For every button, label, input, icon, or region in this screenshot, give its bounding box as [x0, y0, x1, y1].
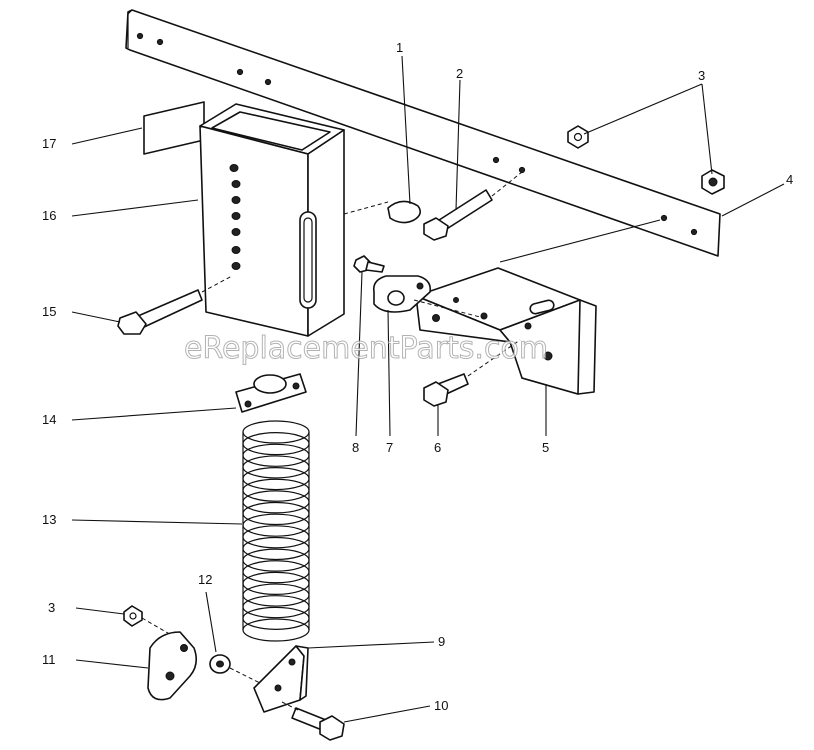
part-7-link-plate	[372, 275, 485, 319]
callout-8: 8	[352, 440, 359, 455]
leader-lines	[71, 55, 785, 723]
leader-17	[71, 127, 143, 145]
callout-5: 5	[542, 440, 549, 455]
leader-3-lower	[75, 607, 125, 615]
part-8-small-bolt	[353, 255, 385, 273]
leader-4	[721, 183, 785, 217]
callout-1: 1	[396, 40, 403, 55]
part-1-hairpin-clip	[343, 200, 422, 224]
leader-11	[75, 659, 149, 669]
part-11-link-plate	[147, 631, 198, 701]
spring-coil	[242, 583, 310, 607]
callout-labels: 1 2 3 4 5 6 7 8 9 10 11 12 13 14 15 16 1…	[42, 40, 793, 713]
part-12-spacer	[209, 654, 263, 685]
spring-coil	[242, 618, 310, 642]
part-14-hinge-plate	[235, 373, 307, 413]
callout-14: 14	[42, 412, 56, 427]
spring-coil	[242, 443, 310, 467]
part-17-decal	[143, 101, 205, 155]
leader-10	[343, 705, 431, 723]
leader-3a	[583, 83, 703, 135]
part-6-bolt	[423, 339, 521, 407]
spring-coil	[242, 560, 310, 584]
callout-13: 13	[42, 512, 56, 527]
callout-12: 12	[198, 572, 212, 587]
spring-coil	[242, 455, 310, 479]
part-9-spring-bracket	[253, 645, 309, 713]
part-10-bolt	[281, 701, 345, 741]
part-2-bolt	[423, 171, 523, 241]
callout-7: 7	[386, 440, 393, 455]
callout-6: 6	[434, 440, 441, 455]
callout-2: 2	[456, 66, 463, 81]
leader-3b	[701, 83, 713, 175]
spring-coil	[242, 478, 310, 502]
leader-8	[355, 271, 363, 437]
callout-10: 10	[434, 698, 448, 713]
leader-16	[71, 199, 199, 217]
spring-coil	[242, 536, 310, 561]
callout-3-lower: 3	[48, 600, 55, 615]
spring-coil	[242, 595, 310, 619]
leader-14	[71, 407, 237, 421]
spring-coil	[242, 571, 310, 596]
leader-13	[71, 519, 243, 525]
leader-9	[307, 641, 435, 649]
spring-coil	[242, 501, 310, 526]
spring-coil	[242, 490, 310, 514]
spring-coil	[242, 432, 310, 456]
part-3-nut-upper	[567, 125, 589, 149]
part-16-square-tube	[199, 103, 345, 337]
leader-12	[205, 591, 217, 653]
spring-coil	[242, 420, 310, 444]
leader-7	[387, 309, 391, 437]
spring-coil	[242, 466, 310, 491]
callout-4: 4	[786, 172, 793, 187]
part-5-bracket	[415, 219, 661, 395]
watermark: eReplacementParts.com	[184, 331, 548, 366]
leader-15	[71, 311, 121, 323]
part-4-flat-bar	[125, 9, 721, 257]
leader-1	[401, 55, 411, 205]
spring-coil	[242, 525, 310, 549]
callout-9: 9	[438, 634, 445, 649]
callout-11: 11	[42, 652, 56, 667]
leader-2	[455, 79, 461, 211]
callout-17: 17	[42, 136, 56, 151]
part-13-coil-spring	[242, 420, 310, 642]
spring-coil	[242, 606, 310, 630]
spring-coil	[242, 513, 310, 537]
part-3-lock-nut-upper	[701, 169, 725, 195]
spring-coil	[242, 548, 310, 572]
callout-15: 15	[42, 304, 56, 319]
callout-16: 16	[42, 208, 56, 223]
part-15-long-bolt	[117, 275, 233, 335]
callout-3: 3	[698, 68, 705, 83]
